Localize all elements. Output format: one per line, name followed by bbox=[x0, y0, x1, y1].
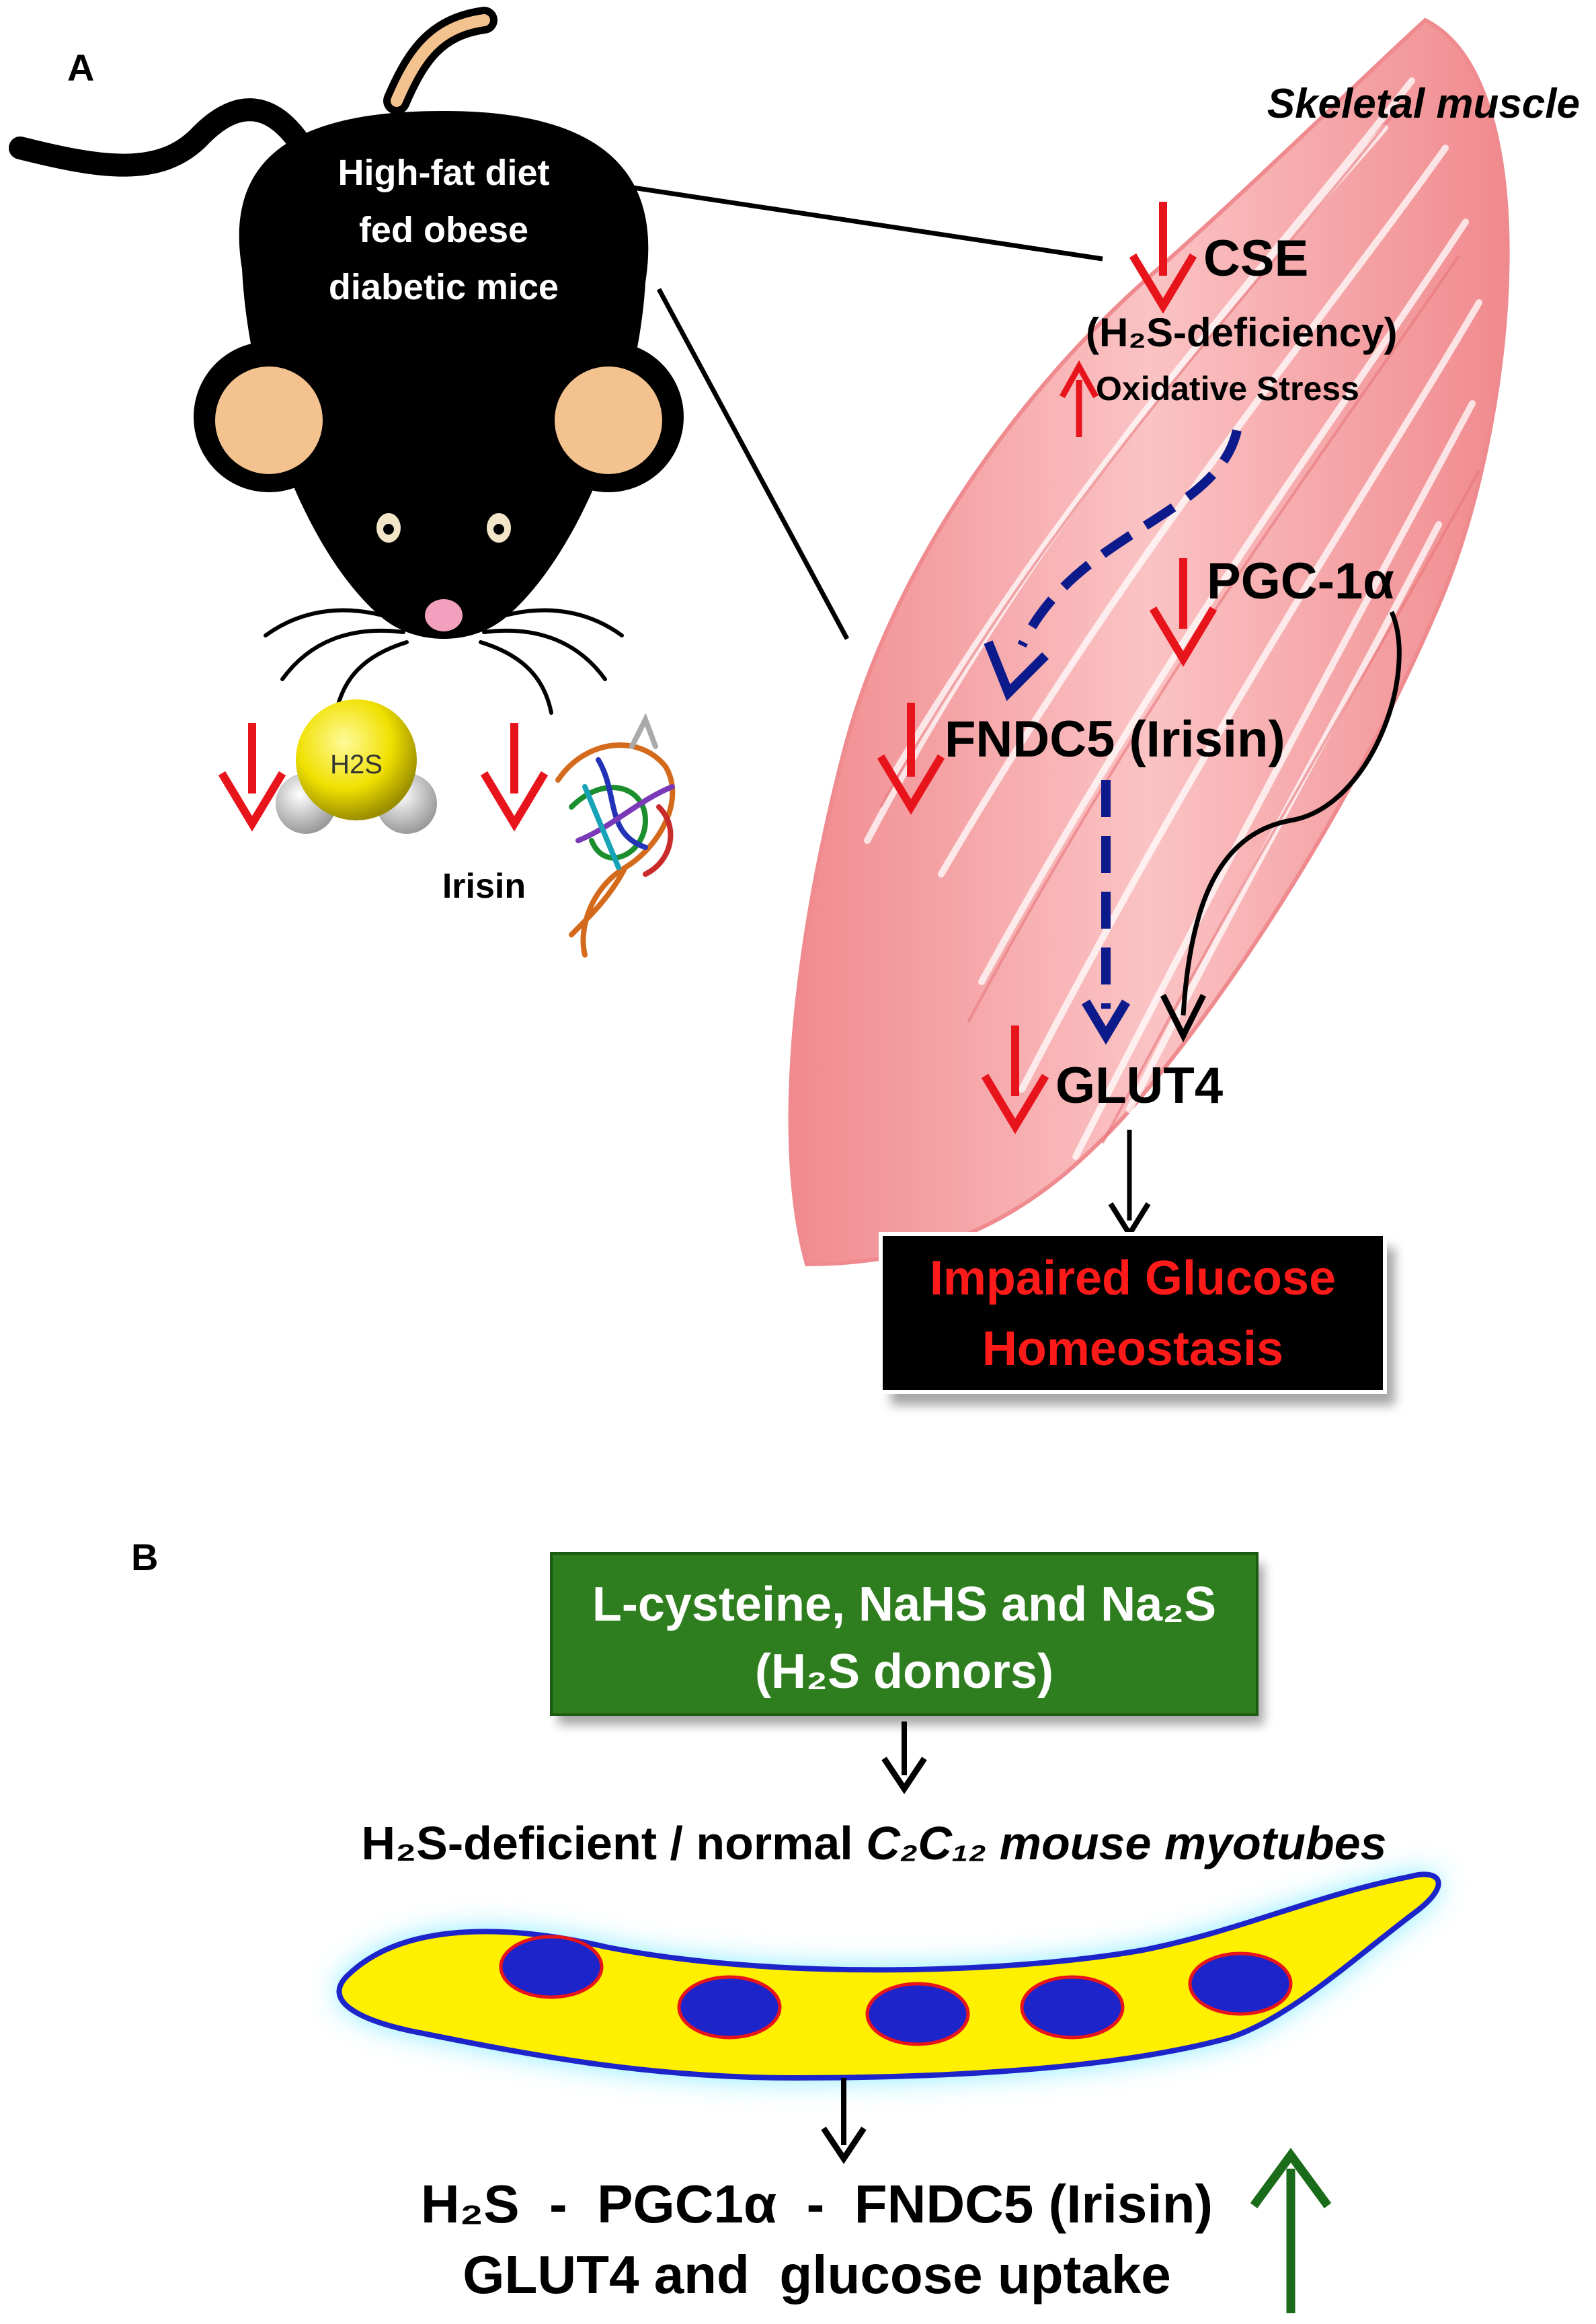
result-line1: H₂S - PGC1α - FNDC5 (Irisin) bbox=[421, 2174, 1213, 2234]
glut4-label: GLUT4 bbox=[1055, 1057, 1223, 1114]
panel-b-label: B bbox=[131, 1536, 158, 1578]
donor-line2: (H₂S donors) bbox=[755, 1645, 1053, 1699]
cell-caption-plain: H₂S-deficient / normal bbox=[362, 1817, 867, 1869]
h2s-molecule-icon bbox=[276, 699, 437, 834]
green-up-arrow bbox=[1250, 2148, 1332, 2313]
h2s-deficiency-label: (H₂S-deficiency) bbox=[1086, 310, 1397, 355]
h2s-donor-box bbox=[550, 1552, 1259, 1716]
skeletal-muscle-label: Skeletal muscle bbox=[1267, 81, 1580, 127]
mouse-illustration bbox=[194, 111, 684, 715]
mouse-label-line2: fed obese bbox=[359, 210, 528, 250]
cell-caption-italic: C₂C₁₂ mouse myotubes bbox=[866, 1817, 1386, 1869]
myotube-cell bbox=[336, 1871, 1441, 2081]
skeletal-muscle-shape bbox=[788, 17, 1510, 1267]
down-arrow-h2s bbox=[218, 723, 286, 832]
panel-a-label: A bbox=[67, 46, 94, 89]
cse-label: CSE bbox=[1203, 230, 1308, 287]
down-arrow-cse bbox=[1129, 202, 1197, 314]
pgc1a-label: PGC-1α bbox=[1207, 553, 1394, 610]
oxidative-stress-label: Oxidative Stress bbox=[1096, 370, 1359, 408]
fndc5-label: FNDC5 (Irisin) bbox=[945, 711, 1285, 768]
irisin-label: Irisin bbox=[442, 867, 526, 906]
connector-line-lower bbox=[656, 288, 850, 640]
arrow-pgc-to-glut4 bbox=[1181, 611, 1402, 1016]
connector-line-upper bbox=[614, 182, 1103, 262]
outcome-box bbox=[879, 1232, 1387, 1394]
dashed-arrow-oxstress-to-fndc5 bbox=[1017, 429, 1242, 648]
down-arrow-pgc bbox=[1149, 558, 1218, 667]
irisin-protein-icon bbox=[555, 713, 676, 958]
outcome-line1: Impaired Glucose bbox=[930, 1251, 1336, 1305]
up-arrow-oxidative-stress bbox=[1060, 360, 1099, 437]
donor-line1: L-cysteine, NaHS and Na₂S bbox=[592, 1578, 1216, 1631]
down-arrow-fndc5 bbox=[877, 703, 945, 815]
down-arrow-glut4 bbox=[981, 1025, 1049, 1134]
cell-nuclei bbox=[499, 1935, 1293, 2046]
mouse-label-line3: diabetic mice bbox=[329, 267, 559, 307]
mouse-label-line1: High-fat diet bbox=[338, 153, 550, 193]
down-arrow-irisin bbox=[480, 723, 549, 832]
mouse-tail bbox=[9, 98, 327, 183]
outcome-line2: Homeostasis bbox=[982, 1322, 1283, 1376]
cell-caption: H₂S-deficient / normal C₂C₁₂ mouse myotu… bbox=[362, 1817, 1387, 1869]
h2s-ball-label: H2S bbox=[330, 750, 383, 779]
result-line2: GLUT4 and glucose uptake bbox=[463, 2245, 1171, 2304]
